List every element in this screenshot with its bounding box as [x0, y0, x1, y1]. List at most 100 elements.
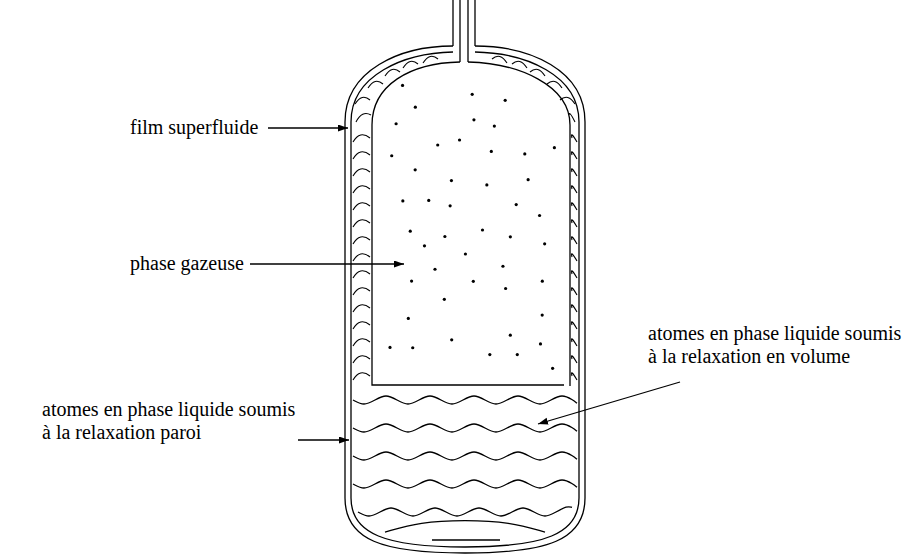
gas-atom — [551, 367, 554, 370]
gas-atom — [450, 338, 453, 341]
superfluid-film — [353, 56, 577, 380]
gas-atom — [501, 265, 504, 268]
liquid-wave — [385, 521, 545, 532]
gas-atom — [527, 178, 530, 181]
gas-atom — [409, 230, 412, 233]
label-text: film superfluide — [130, 116, 330, 139]
gas-atom — [543, 242, 546, 245]
film-arc — [353, 135, 370, 142]
film-arc — [353, 271, 370, 278]
gas-atom — [481, 228, 484, 231]
film-arc — [572, 356, 577, 363]
bottom-detail — [432, 539, 500, 540]
gas-atom — [423, 244, 426, 247]
gas-atom — [471, 93, 474, 96]
film-arc — [353, 373, 370, 380]
gas-atom — [541, 280, 544, 283]
film-arc — [353, 305, 370, 312]
film-arc — [572, 305, 577, 312]
gas-atom — [504, 287, 507, 290]
label-text: phase gazeuse — [130, 252, 330, 275]
film-arc — [572, 339, 577, 346]
gas-atom — [493, 125, 496, 128]
liquid-wave — [353, 480, 577, 488]
film-arc — [353, 322, 370, 329]
gas-atom — [539, 342, 542, 345]
gas-atom — [523, 152, 526, 155]
film-arc — [572, 288, 577, 295]
liquid-waves — [353, 396, 577, 532]
film-arc — [572, 237, 577, 244]
film-arc — [572, 220, 577, 227]
label-group: atomes en phase liquide soumis à la rela… — [648, 322, 906, 368]
film-arc — [572, 373, 577, 380]
liquid-wave — [358, 507, 572, 516]
gas-atom — [538, 214, 541, 217]
gas-atom — [516, 353, 519, 356]
gas-atom — [490, 150, 493, 153]
film-arc — [530, 69, 545, 76]
gas-atom — [504, 99, 507, 102]
gas-atom — [443, 298, 446, 301]
film-arc — [547, 81, 562, 88]
label-group: phase gazeuse — [130, 252, 330, 275]
liquid-wave — [353, 396, 577, 404]
leader-arrow — [268, 127, 348, 128]
label-text: atomes en phase liquide soumis à la rela… — [648, 322, 906, 368]
gas-atom — [401, 84, 404, 87]
gas-atom — [458, 138, 461, 141]
film-arc — [353, 237, 370, 244]
gas-atom — [411, 346, 414, 349]
gas-atom — [414, 106, 417, 109]
tube-wall — [459, 0, 460, 62]
film-arc — [385, 69, 400, 76]
film-arc — [512, 61, 527, 68]
film-arc — [572, 322, 577, 329]
label-text: atomes en phase liquide soumis à la rela… — [42, 398, 300, 444]
gas-atoms — [388, 84, 556, 370]
film-arc — [569, 114, 575, 122]
film-arc — [353, 339, 370, 346]
film-arc — [403, 61, 418, 68]
gas-atom — [395, 122, 398, 125]
gas-atom — [464, 252, 467, 255]
leader-arrow — [250, 263, 404, 264]
label-group: film superfluide — [130, 116, 330, 139]
gas-atom — [515, 203, 518, 206]
gas-atom — [485, 183, 488, 186]
film-arc — [572, 169, 577, 176]
gas-atom — [449, 204, 452, 207]
gas-atom — [472, 118, 475, 121]
label-group: atomes en phase liquide soumis à la rela… — [42, 398, 300, 444]
film-arc — [356, 114, 371, 122]
gas-atom — [390, 154, 393, 157]
film-arc — [572, 254, 577, 261]
film-arc — [423, 56, 438, 63]
gas-atom — [401, 199, 404, 202]
leader-arrow — [538, 382, 680, 424]
film-arc — [355, 97, 370, 104]
gas-atom — [450, 179, 453, 182]
film-arc — [572, 186, 577, 193]
film-arc — [353, 220, 370, 227]
leader-arrow — [298, 439, 349, 440]
gas-atom — [427, 199, 430, 202]
liquid-wave — [353, 452, 577, 460]
tube-wall — [474, 0, 475, 46]
film-arc — [353, 152, 370, 159]
film-arc — [353, 288, 370, 295]
gas-atom — [414, 168, 417, 171]
film-arc — [560, 97, 575, 104]
gas-atom — [472, 280, 475, 283]
gas-atom — [509, 235, 512, 238]
film-arc — [353, 356, 370, 363]
film-arc — [353, 186, 370, 193]
gas-container — [468, 62, 570, 386]
gas-atom — [509, 334, 512, 337]
gas-atom — [407, 317, 410, 320]
film-arc — [572, 135, 577, 142]
film-arc — [572, 203, 577, 210]
gas-atom — [410, 279, 413, 282]
